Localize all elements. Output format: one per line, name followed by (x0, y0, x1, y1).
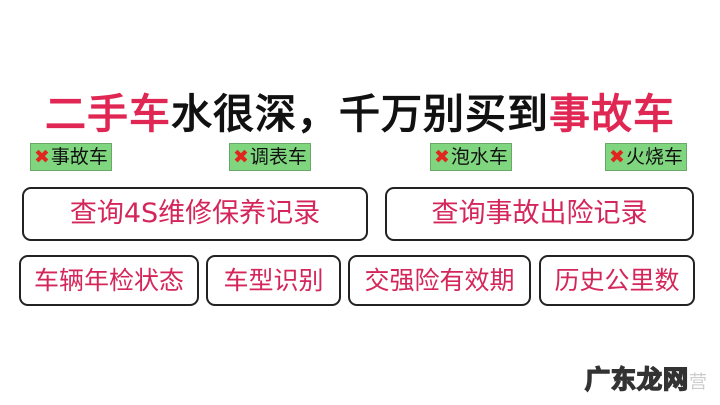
watermark-faint: 营 (689, 372, 709, 393)
tag-burned-car: ✖火烧车 (605, 143, 687, 171)
tag-label: 泡水车 (450, 146, 508, 168)
cross-icon: ✖ (609, 146, 625, 168)
historical-mileage-button[interactable]: 历史公里数 (539, 255, 695, 306)
watermark: 广东龙网营 (584, 360, 709, 396)
cross-icon: ✖ (434, 146, 450, 168)
tag-label: 事故车 (50, 146, 108, 168)
query-4s-maintenance-button[interactable]: 查询4S维修保养记录 (22, 187, 368, 241)
tag-odometer-tampered-car: ✖调表车 (229, 143, 311, 171)
cross-icon: ✖ (233, 146, 249, 168)
annual-inspection-button[interactable]: 车辆年检状态 (19, 255, 199, 306)
query-accident-claims-button[interactable]: 查询事故出险记录 (385, 187, 694, 241)
tag-label: 火烧车 (625, 146, 683, 168)
model-identification-button[interactable]: 车型识别 (206, 255, 341, 306)
watermark-text: 广东龙网 (584, 364, 690, 395)
cross-icon: ✖ (34, 146, 50, 168)
headline-part3: 事故车 (549, 90, 675, 138)
tag-flooded-car: ✖泡水车 (430, 143, 512, 171)
insurance-validity-button[interactable]: 交强险有效期 (348, 255, 531, 306)
tag-accident-car: ✖事故车 (30, 143, 112, 171)
headline-part1: 二手车 (45, 90, 171, 138)
headline-part2: 水很深，千万别买到 (171, 90, 549, 138)
tag-label: 调表车 (249, 146, 307, 168)
headline: 二手车水很深，千万别买到事故车 (0, 80, 720, 140)
